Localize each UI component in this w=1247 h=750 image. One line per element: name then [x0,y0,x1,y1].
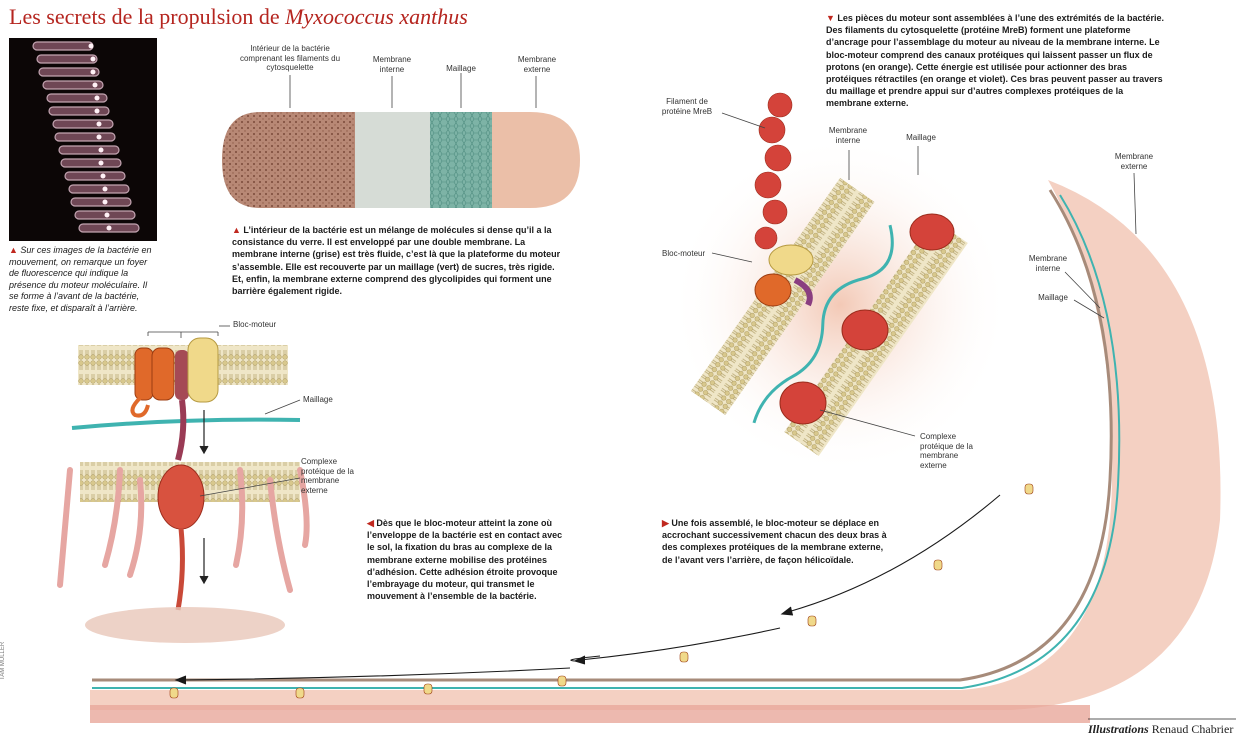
label-mesh: Maillage [446,64,476,73]
fluorescence-cells [32,41,140,233]
adhesion-caption-text: Dès que le bloc-moteur atteint la zone o… [367,518,563,602]
label-complex-left: Complexe protéique de la membrane extern… [301,457,354,495]
page-title: Les secrets de la propulsion de Myxococc… [9,4,468,30]
bacterium-section [222,112,580,208]
label-inner-membrane: Membrane interne [372,55,412,74]
label-arc-outer: Membrane externe [1114,152,1154,171]
illustration-credit: Illustrations Renaud Chabrier [1088,722,1233,737]
label-zoom-complex: Complexe protéique de la membrane extern… [920,432,973,470]
cell-caption-text: L’intérieur de la bactérie est un mélang… [232,225,561,297]
fluorescence-image [9,38,157,241]
credit-role: Illustrations [1088,722,1149,736]
cell-label-leaders [289,73,537,108]
micro-caption: ▲ Sur ces images de la bactérie en mouve… [9,245,159,314]
motor-zoom [670,92,1010,475]
movement-caption-text: Une fois assemblé, le bloc-moteur se dép… [662,518,887,565]
envelope-arc [90,172,1221,723]
triangle-right-icon: ▶ [662,518,672,528]
movement-caption: ▶ Une fois assemblé, le bloc-moteur se d… [662,517,887,566]
triangle-up-icon: ▲ [9,245,21,255]
triangle-left-icon: ◀ [367,518,377,528]
top-right-caption-text: Les pièces du moteur sont assemblées à l… [826,13,1165,109]
label-zoom-mesh: Maillage [906,133,936,142]
title-species: Myxococcus xanthus [285,4,468,29]
triangle-down-icon: ▼ [826,13,838,23]
micro-caption-text: Sur ces images de la bactérie en mouveme… [9,245,152,313]
top-right-caption: ▼ Les pièces du moteur sont assemblées à… [826,12,1171,110]
label-zoom-motor: Bloc-moteur [662,249,706,258]
label-mreb: Filament de protéine MreB [661,97,713,116]
side-credit: TAM MÜLLER [0,641,6,680]
cell-caption: ▲ L’intérieur de la bactérie est un méla… [232,224,562,297]
credit-name: Renaud Chabrier [1151,722,1234,736]
triangle-up-icon: ▲ [232,225,244,235]
label-outer-membrane: Membrane externe [517,55,557,74]
label-mesh-left: Maillage [303,395,333,404]
label-interior: Intérieur de la bactérie comprenant les … [239,44,341,72]
adhesion-caption: ◀ Dès que le bloc-moteur atteint la zone… [367,517,572,602]
label-arc-mesh: Maillage [1038,293,1068,302]
label-arc-inner: Membrane interne [1028,254,1068,273]
title-prefix: Les secrets de la propulsion de [9,4,286,29]
label-bloc-moteur-left: Bloc-moteur [233,320,277,329]
label-zoom-inner: Membrane interne [828,126,868,145]
motor-diagram-left [57,325,310,643]
